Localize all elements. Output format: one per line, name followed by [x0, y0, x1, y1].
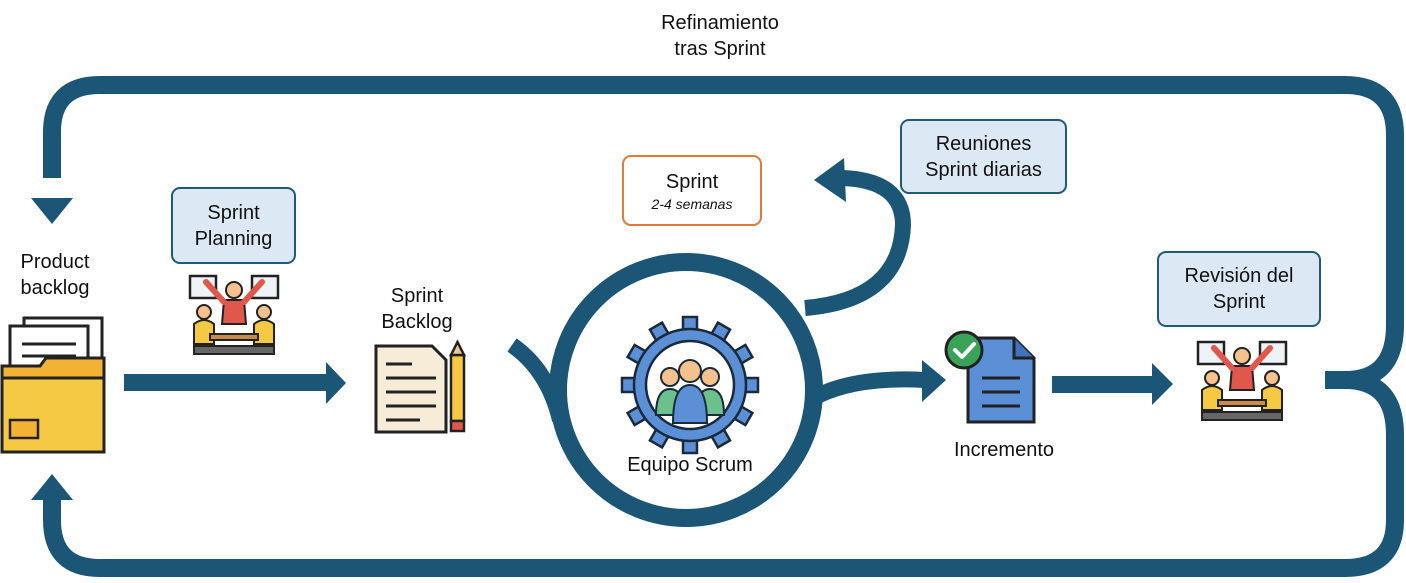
sprint-review-box: Revisión del Sprint — [1157, 251, 1321, 327]
refinement-arrowhead-down — [31, 198, 73, 224]
sprint-entry-curve — [507, 338, 568, 422]
checked-document-icon — [944, 330, 1036, 424]
product-backlog-label: Product backlog — [0, 249, 110, 301]
sprint-planning-box: Sprint Planning — [171, 187, 296, 264]
sprint-box: Sprint 2-4 semanas — [622, 155, 762, 226]
flow-arrowhead-3 — [1152, 363, 1173, 405]
sprint-backlog-label: Sprint Backlog — [360, 283, 474, 335]
sprint-review-line2: Sprint — [1212, 291, 1266, 313]
team-meeting-icon — [1196, 340, 1288, 421]
sprint-planning-line2: Planning — [194, 227, 273, 250]
sprint-title: Sprint — [665, 170, 719, 193]
daily-loop-arrowhead — [814, 158, 846, 202]
sprint-backlog-label-line1: Sprint — [390, 285, 444, 307]
refinement-label: Refinamiento tras Sprint — [620, 10, 820, 62]
refinement-label-line1: Refinamiento — [661, 12, 779, 34]
scrum-team-label: Equipo Scrum — [627, 454, 753, 476]
sprint-planning-line1: Sprint — [207, 201, 260, 224]
daily-meetings-line2: Sprint diarias — [925, 158, 1042, 181]
daily-meetings-line1: Reuniones — [935, 132, 1032, 155]
flow-arrowhead-2 — [922, 360, 946, 402]
refinement-label-line2: tras Sprint — [674, 38, 766, 60]
sprint-review-line1: Revisión del — [1184, 265, 1294, 287]
refinement-loop-bottom — [43, 371, 1404, 577]
sprint-backlog-label-line2: Backlog — [381, 311, 453, 333]
flow-arrowhead-1 — [326, 362, 346, 404]
product-backlog-label-line1: Product — [20, 251, 90, 273]
daily-meetings-box: Reuniones Sprint diarias — [900, 119, 1067, 194]
document-pencil-icon — [374, 339, 467, 434]
flow-arrow-shaft-1 — [124, 374, 329, 391]
increment-label: Incremento — [953, 439, 1055, 461]
product-backlog-label-line2: backlog — [20, 277, 90, 299]
gear-team-icon — [620, 315, 760, 455]
team-meeting-icon — [188, 274, 280, 355]
flow-arrow-2 — [805, 371, 926, 407]
folder-documents-icon — [0, 316, 106, 454]
sprint-duration: 2-4 semanas — [651, 195, 733, 212]
refinement-arrowhead-up — [31, 474, 73, 500]
flow-arrow-shaft-3 — [1052, 376, 1155, 393]
refinement-loop-top — [43, 76, 1404, 389]
daily-loop-arrow — [804, 170, 912, 316]
